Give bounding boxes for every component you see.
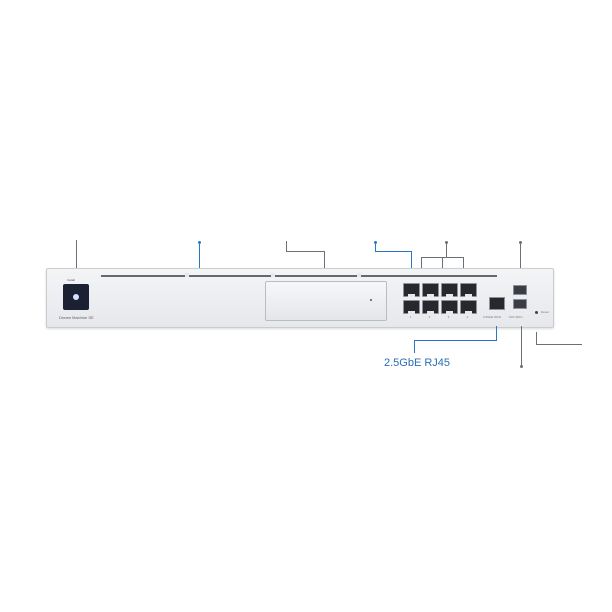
- port-number: 1: [409, 315, 412, 319]
- port-number: 2: [428, 315, 431, 319]
- vent-notch: [357, 273, 361, 277]
- uplink-rj45-port[interactable]: [489, 297, 505, 310]
- drive-bay-led: [370, 299, 372, 301]
- sfp-port[interactable]: [513, 299, 527, 309]
- callout-dot: [374, 241, 377, 244]
- sfp-caption: 10G SFP+: [509, 315, 524, 319]
- callout-line-bay: [286, 251, 324, 252]
- callout-dot: [445, 241, 448, 244]
- callout-line-ports: [463, 257, 464, 268]
- rj45-port[interactable]: [441, 283, 458, 297]
- callout-line-uplink: [496, 326, 497, 340]
- touch-display[interactable]: [63, 284, 89, 310]
- rj45-port[interactable]: [422, 283, 439, 297]
- port-number: 3: [447, 315, 450, 319]
- reset-button[interactable]: [535, 311, 538, 314]
- callout-line-uplink: [414, 340, 415, 353]
- callout-line-ports: [442, 257, 443, 268]
- rj45-port[interactable]: [460, 300, 477, 314]
- callout-line-vent: [199, 244, 200, 268]
- callout-line-uplink: [414, 340, 497, 341]
- display-label: Install: [67, 278, 75, 282]
- callout-line-bay: [324, 251, 325, 268]
- callout-line-reset: [536, 332, 537, 344]
- callout-dot: [520, 365, 523, 368]
- rj45-port[interactable]: [403, 283, 420, 297]
- rj45-port[interactable]: [422, 300, 439, 314]
- drive-bay[interactable]: [265, 281, 387, 321]
- callout-line-sfp: [520, 244, 521, 268]
- callout-rj45-label: 2.5GbE RJ45: [384, 357, 451, 369]
- callout-line-reset: [536, 344, 582, 345]
- display-icon: [73, 294, 79, 300]
- callout-line-bay: [286, 241, 287, 251]
- uplink-caption: 2.5GbE WAN: [483, 315, 501, 319]
- top-vent-line: [101, 275, 497, 277]
- callout-line-port1: [411, 251, 412, 268]
- callout-line-display: [76, 240, 77, 268]
- rj45-port[interactable]: [460, 283, 477, 297]
- device-front-panel: Install Dream Machine SE 1 2 3 4 2.5GbE …: [46, 268, 554, 328]
- rj45-port[interactable]: [441, 300, 458, 314]
- sfp-port[interactable]: [513, 285, 527, 295]
- callout-line-port1: [375, 244, 376, 251]
- model-label: Dream Machine SE: [59, 315, 94, 320]
- callout-line-ports: [446, 244, 447, 257]
- reset-caption: Reset: [541, 310, 549, 314]
- rj45-port-grid: 1 2 3 4: [403, 283, 477, 321]
- vent-notch: [271, 273, 275, 277]
- callout-dot: [198, 241, 201, 244]
- rj45-port[interactable]: [403, 300, 420, 314]
- port-number: 4: [466, 315, 469, 319]
- callout-dot: [519, 241, 522, 244]
- callout-line-ports: [421, 257, 422, 268]
- callout-line-port1: [375, 251, 411, 252]
- vent-notch: [185, 273, 189, 277]
- callout-line-sfp2: [521, 326, 522, 366]
